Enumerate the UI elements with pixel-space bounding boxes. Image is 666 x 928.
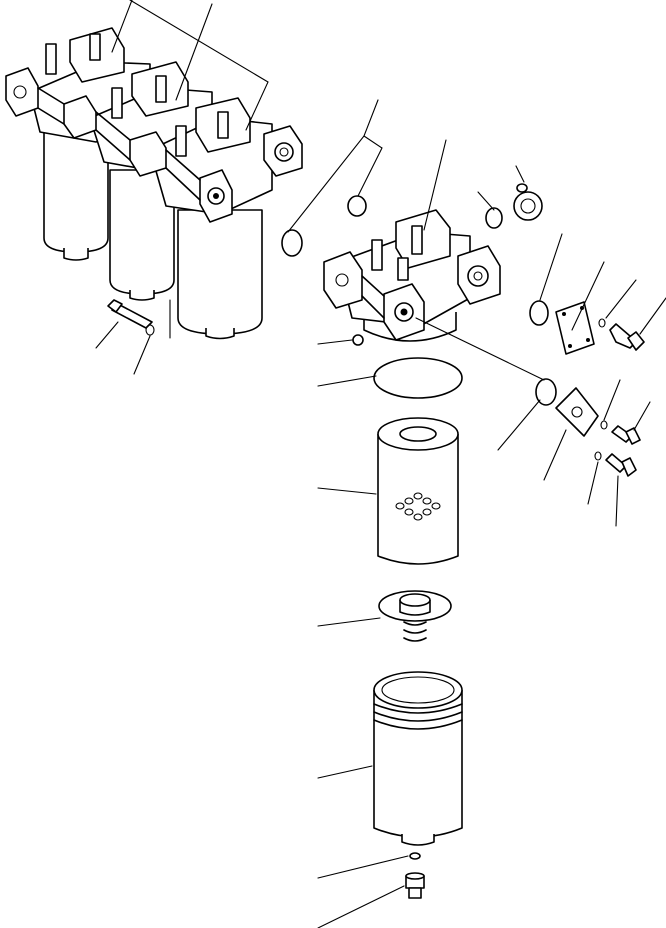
drain-parts bbox=[405, 852, 425, 899]
flange-plate bbox=[555, 387, 599, 437]
filter-element bbox=[377, 417, 459, 565]
leader-lines bbox=[287, 99, 666, 928]
gasket-ring bbox=[373, 357, 463, 399]
assembly-leaders bbox=[95, 0, 269, 375]
filter-bowl bbox=[373, 671, 463, 846]
filter-element-logo bbox=[395, 492, 441, 521]
triple-filter-assembly bbox=[5, 27, 303, 340]
cover-plate bbox=[555, 301, 595, 355]
bolts-washers bbox=[352, 318, 645, 477]
filter-head bbox=[323, 209, 501, 342]
loose-o-rings bbox=[281, 195, 557, 406]
filter-head-plug bbox=[513, 183, 543, 221]
spring-valve bbox=[378, 590, 452, 642]
